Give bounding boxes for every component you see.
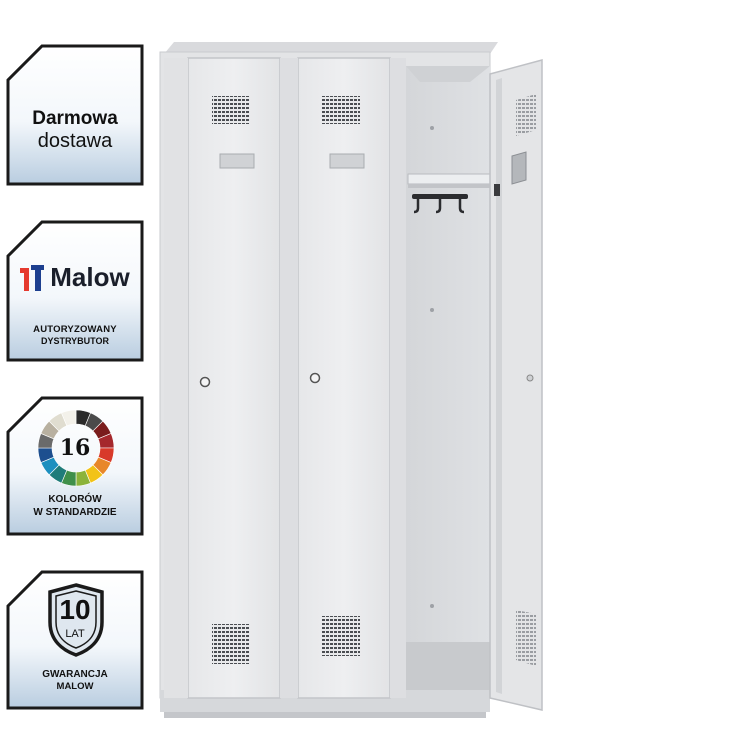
badge-delivery-line2: dostawa	[37, 130, 113, 152]
vent-grille	[322, 96, 360, 124]
label-holder	[219, 153, 255, 169]
locker-open-compartment	[406, 66, 499, 690]
color-count: 16	[59, 435, 91, 461]
locker-product-image	[159, 42, 543, 718]
locker-door-1	[187, 57, 281, 699]
warranty-badge: 10 LAT GWARANCJA MALOW	[6, 570, 144, 710]
malow-logo-icon	[20, 264, 45, 291]
label-holder	[329, 153, 365, 169]
badge-malow-line2: DYSTRYBUTOR	[40, 336, 109, 346]
color-wheel-icon	[37, 409, 115, 487]
shield-icon	[48, 583, 104, 657]
authorized-distributor-badge: Malow AUTORYZOWANY DYSTRYBUTOR	[6, 220, 144, 362]
warranty-unit: LAT	[65, 628, 85, 640]
keyhole-lock	[199, 376, 211, 388]
badge-colors-line2: W STANDARDZIE	[33, 507, 117, 518]
locker-door-2	[297, 57, 391, 699]
badge-malow-line1: AUTORYZOWANY	[33, 324, 117, 335]
badge-frame	[6, 44, 144, 186]
shelf	[407, 173, 499, 185]
vent-grille	[212, 624, 250, 664]
color-swatch	[61, 409, 77, 427]
locker-door-3-open	[489, 59, 543, 711]
badge-warranty-line2: MALOW	[56, 681, 94, 692]
vent-grille	[516, 610, 536, 666]
vent-grille	[212, 96, 250, 124]
standard-colors-badge: 16 KOLORÓW W STANDARDZIE	[6, 396, 144, 536]
malow-logo: Malow	[6, 262, 144, 293]
coat-hooks-icon	[412, 194, 468, 214]
vent-grille	[516, 94, 536, 136]
vent-grille	[322, 616, 360, 656]
free-delivery-badge: Darmowa dostawa	[6, 44, 144, 186]
badge-colors-line1: KOLORÓW	[48, 494, 102, 505]
malow-brand-name: Malow	[50, 262, 130, 292]
lock-mechanism	[511, 151, 527, 185]
badge-delivery-line1: Darmowa	[32, 108, 118, 129]
badge-frame	[6, 220, 144, 362]
warranty-years: 10	[59, 594, 91, 625]
badge-warranty-line1: GWARANCJA	[42, 669, 108, 680]
keyhole-lock	[309, 372, 321, 384]
